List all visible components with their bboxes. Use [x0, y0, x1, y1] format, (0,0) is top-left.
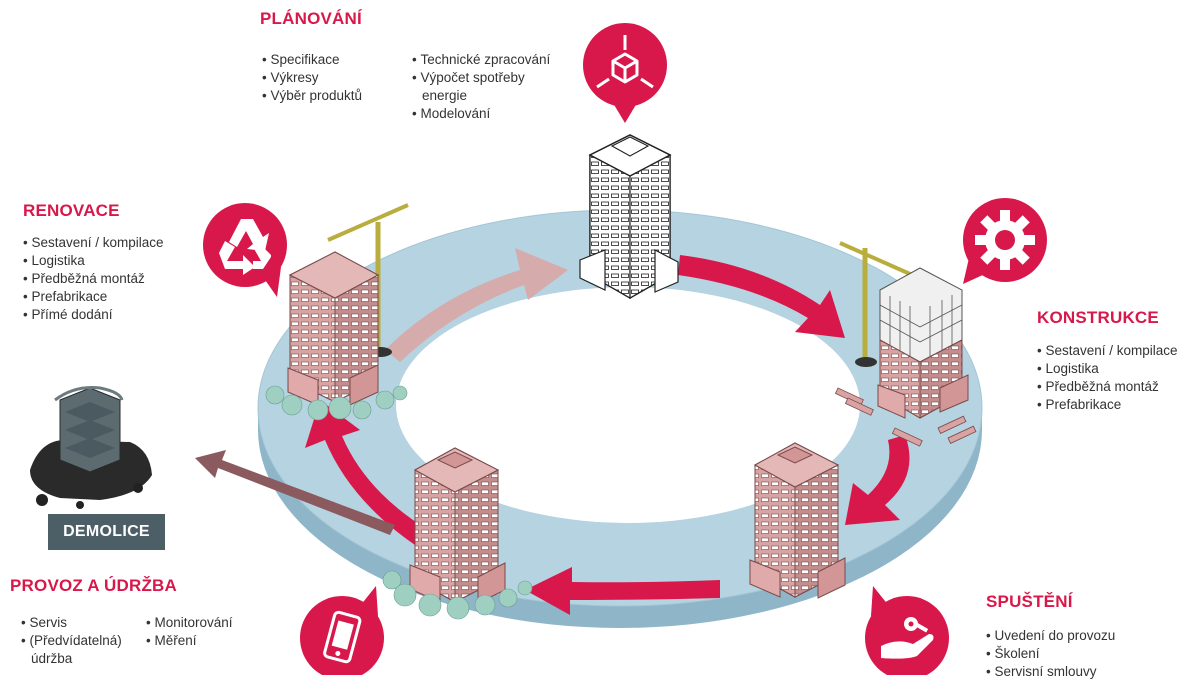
list-item: Logistika: [1037, 360, 1178, 378]
launch-title: SPUŠTĚNÍ: [986, 592, 1073, 611]
list-item: Specifikace: [262, 51, 362, 69]
operation-title: PROVOZ A ÚDRŽBA: [10, 576, 178, 595]
planning-list-col2: Technické zpracování Výpočet spotřeby en…: [412, 51, 550, 123]
list-item-continuation: energie: [422, 88, 468, 103]
list-item: Logistika: [23, 252, 164, 270]
operation-list-col1: Servis (Předvídatelná) údržba: [21, 614, 122, 668]
list-item: Servis: [21, 614, 122, 632]
operation-building: [409, 447, 506, 604]
list-item: Měření: [146, 632, 233, 650]
planning-building: [579, 134, 679, 300]
list-item: Sestavení / kompilace: [1037, 342, 1177, 360]
renovation-building: [287, 203, 409, 406]
list-item: Sestavení / kompilace: [23, 234, 163, 252]
list-item: Prefabrikace: [23, 288, 164, 306]
operation-list-col2: Monitorování Měření: [146, 614, 233, 650]
construction-list: Sestavení / kompilace Logistika Předběžn…: [1037, 342, 1178, 414]
list-item: Modelování: [412, 105, 550, 123]
demolished-building: [30, 386, 152, 509]
list-item: Školení: [986, 645, 1115, 663]
list-item-continuation: údržba: [31, 651, 73, 666]
operation-shrubs: [382, 570, 533, 620]
gear-icon: [963, 198, 1047, 284]
construction-title: KONSTRUKCE: [1037, 308, 1159, 327]
planning-list-col1: Specifikace Výkresy Výběr produktů: [262, 51, 362, 105]
demolition-label: DEMOLICE: [48, 514, 165, 550]
cube-arrows-icon: [583, 23, 667, 123]
launch-list: Uvedení do provozu Školení Servisní smlo…: [986, 627, 1115, 681]
renovation-title: RENOVACE: [23, 201, 120, 220]
list-item: Výpočet spotřeby: [412, 69, 550, 87]
list-item: Uvedení do provozu: [986, 627, 1115, 645]
smartphone-icon: [300, 586, 384, 675]
cycle-arrows: [195, 248, 910, 615]
list-item: Technické zpracování: [412, 51, 550, 69]
renovation-list: Sestavení / kompilace Logistika Předběžn…: [23, 234, 164, 324]
renovation-shrubs: [265, 385, 408, 421]
list-item: Prefabrikace: [1037, 396, 1178, 414]
launch-building: [749, 442, 846, 599]
list-item: Servisní smlouvy: [986, 663, 1115, 681]
list-item: Předběžná montáž: [23, 270, 164, 288]
planning-title: PLÁNOVÁNÍ: [260, 9, 362, 28]
list-item: Výkresy: [262, 69, 362, 87]
list-item: Monitorování: [146, 614, 232, 632]
list-item: (Předvídatelná): [21, 632, 121, 650]
hand-key-icon: [865, 586, 949, 675]
recycle-icon: [203, 203, 287, 297]
list-item: Přímé dodání: [23, 306, 164, 324]
construction-building: [834, 241, 977, 447]
list-item: Předběžná montáž: [1037, 378, 1178, 396]
list-item: Výběr produktů: [262, 87, 362, 105]
